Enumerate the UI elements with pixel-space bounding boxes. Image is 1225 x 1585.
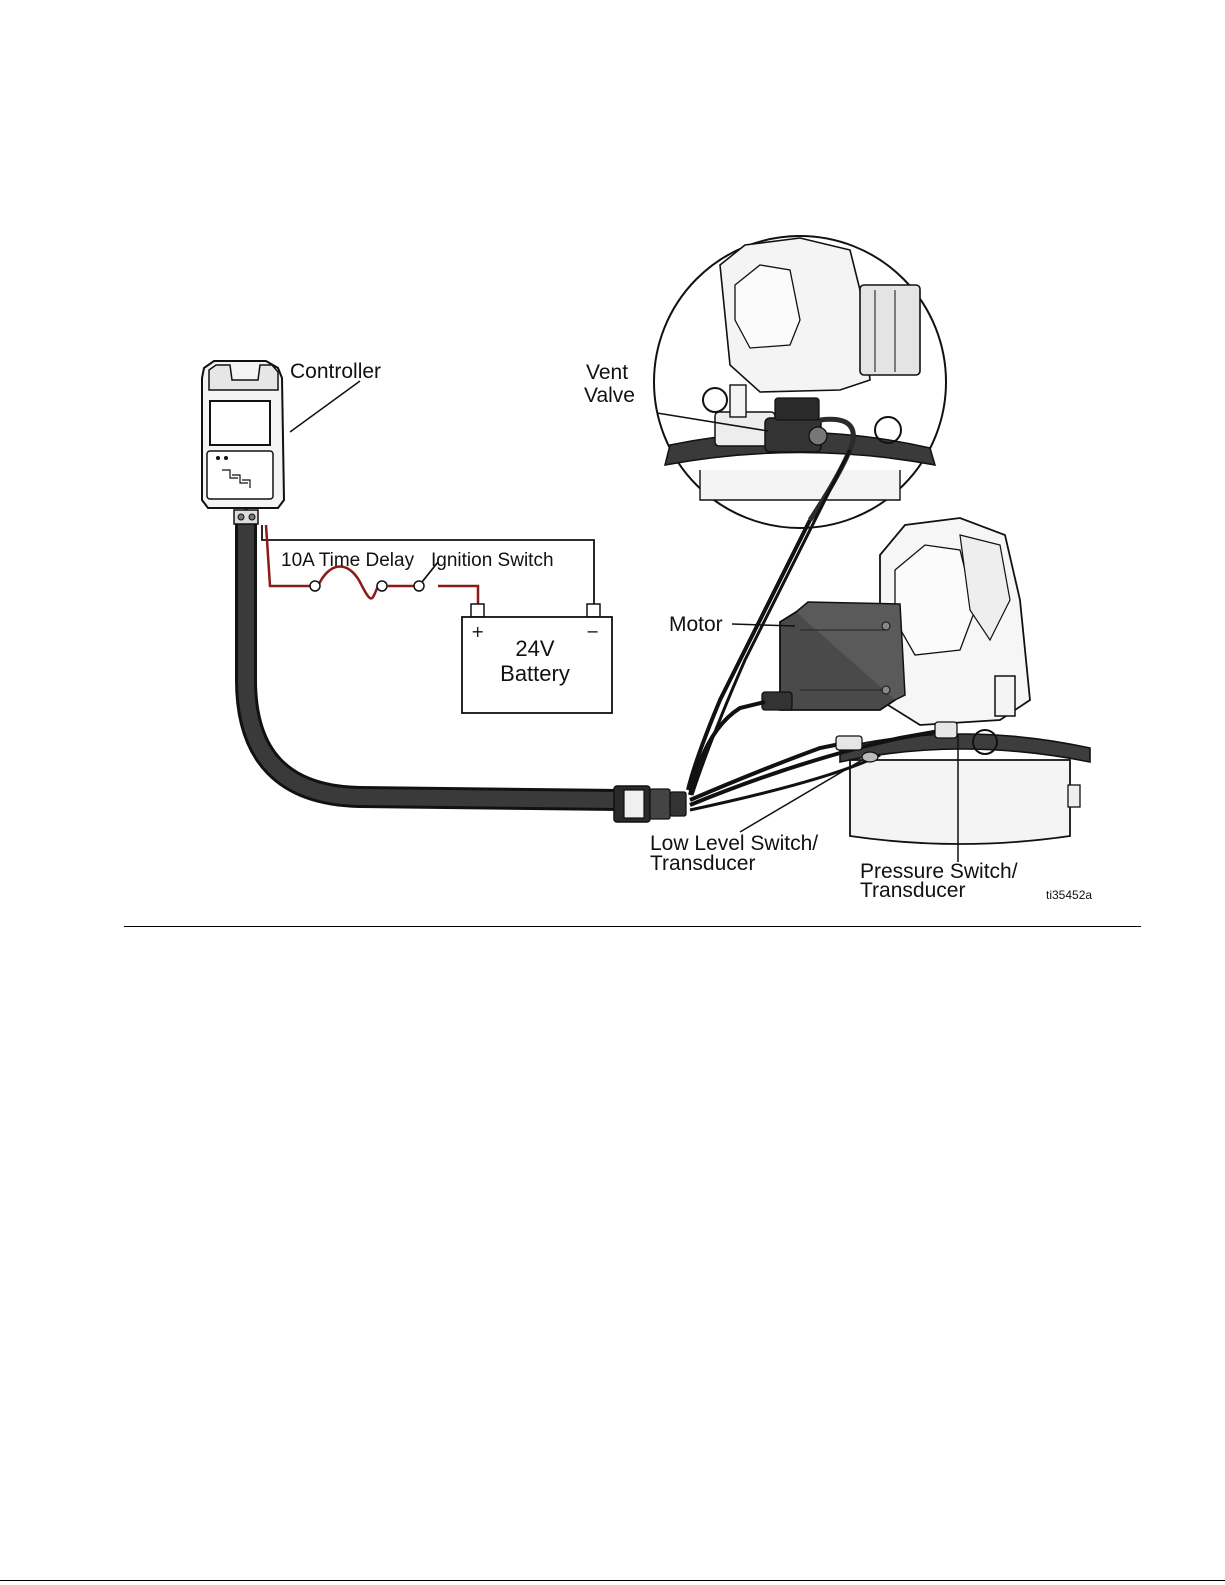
motor: [762, 602, 905, 710]
power-wire-2: [438, 586, 478, 605]
label-vent-valve-1: Vent: [586, 361, 628, 384]
harness-connector: [614, 786, 686, 822]
label-ignition-switch: Ignition Switch: [431, 550, 554, 571]
label-motor: Motor: [669, 613, 723, 636]
label-vent-valve-2: Valve: [584, 384, 635, 407]
label-battery-1: 24V: [515, 636, 554, 661]
label-low-level-2: Transducer: [650, 852, 755, 875]
controller-leader: [290, 381, 360, 432]
label-controller: Controller: [290, 360, 381, 383]
label-battery-minus: −: [586, 622, 599, 641]
label-battery-plus: +: [471, 622, 484, 641]
fuse-symbol: [318, 567, 378, 599]
label-battery-2: Battery: [500, 661, 570, 686]
controller-unit: [202, 361, 284, 524]
label-figure-id: ti35452a: [1046, 888, 1092, 902]
label-pressure-2: Transducer: [860, 879, 965, 902]
vent-valve-inset: [654, 236, 946, 528]
label-fuse: 10A Time Delay: [281, 550, 415, 571]
section-divider: [124, 926, 1141, 927]
page-bottom-rule: [0, 1580, 1225, 1581]
